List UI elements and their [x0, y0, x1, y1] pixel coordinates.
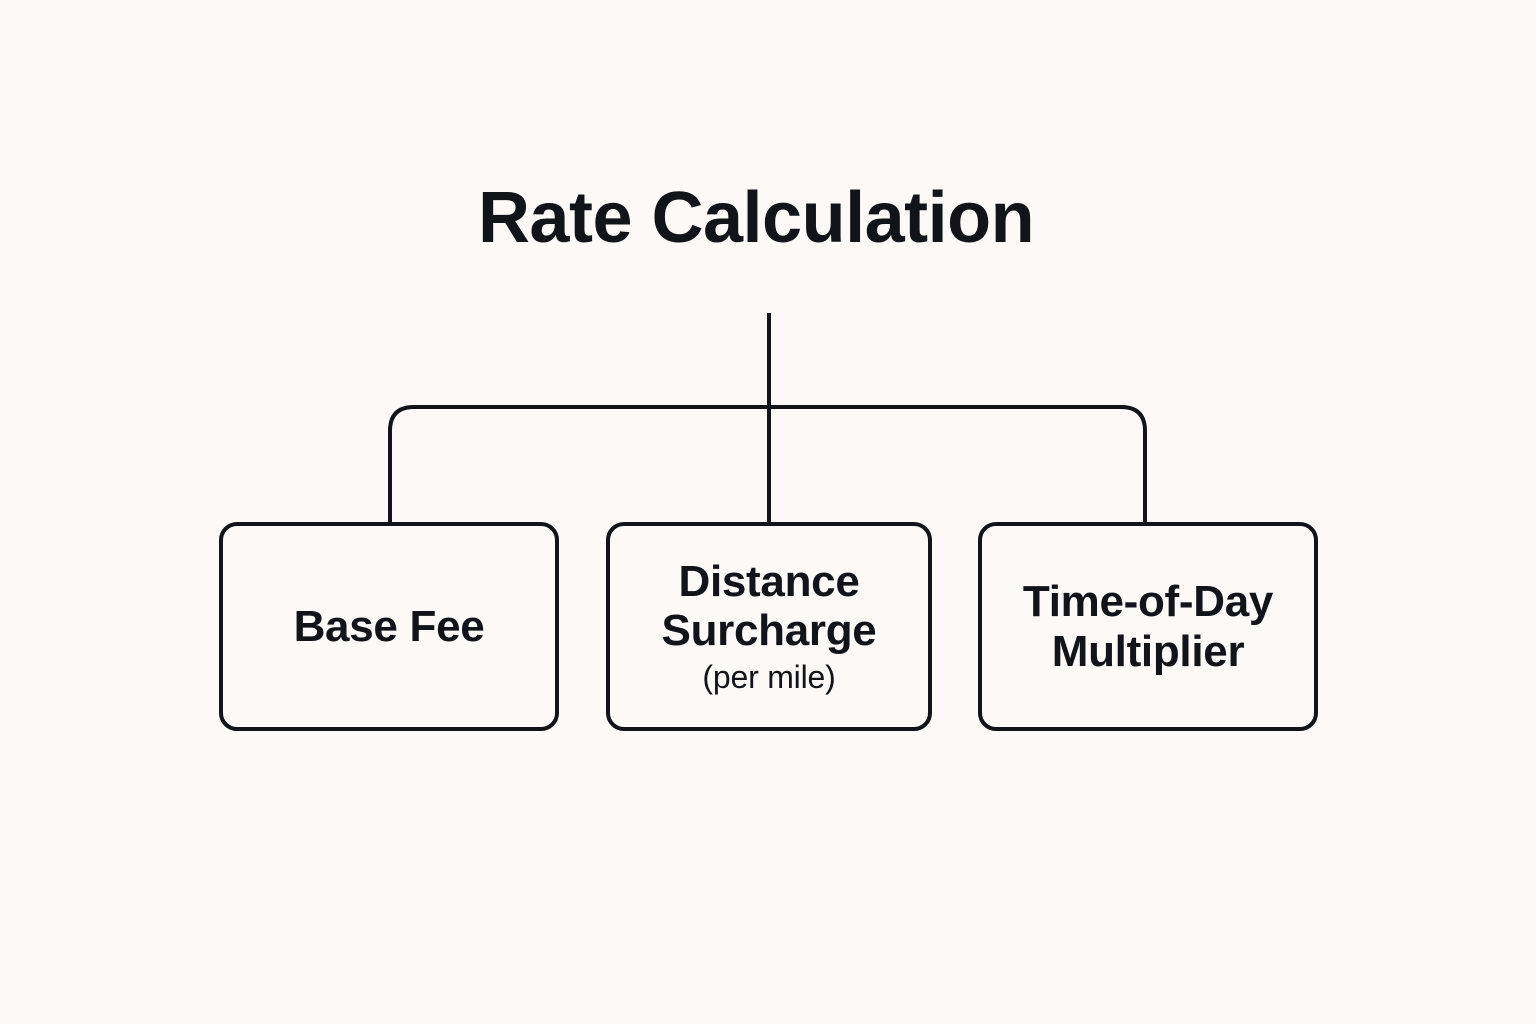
page-title: Rate Calculation — [477, 178, 1035, 258]
node-distance-surcharge[interactable]: Distance Surcharge (per mile) — [606, 522, 932, 731]
node-distance-surcharge-sublabel: (per mile) — [702, 659, 836, 696]
node-base-fee[interactable]: Base Fee — [219, 522, 559, 731]
node-base-fee-label: Base Fee — [293, 601, 485, 651]
connector-branch-left — [388, 405, 769, 522]
node-time-of-day-label: Time-of-Day Multiplier — [1022, 577, 1274, 676]
connector-branch-right — [769, 405, 1147, 522]
node-distance-surcharge-label: Distance Surcharge — [661, 556, 877, 656]
node-time-of-day[interactable]: Time-of-Day Multiplier — [978, 522, 1318, 731]
